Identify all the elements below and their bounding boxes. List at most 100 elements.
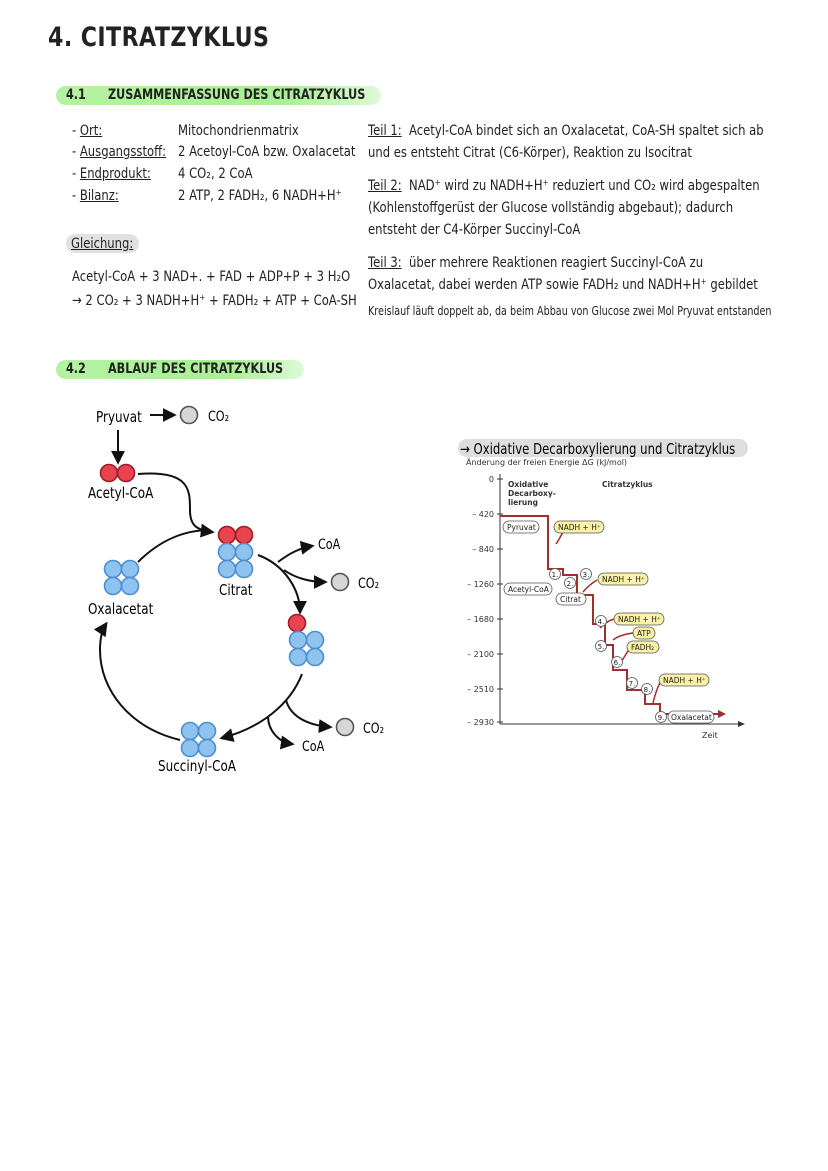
pill-nadh-3 [613,612,665,626]
cycle-label-acetyl: Acetyl-CoA [88,485,154,503]
gleichung-highlight [66,234,139,253]
pill-citrat [555,592,587,606]
step-marker [580,568,592,580]
citrat-carbon-icon [234,559,254,579]
cycle-label-citrat: Citrat [219,582,252,600]
y-tick-label: – 2510 [467,685,494,694]
equation-line-1: Acetyl-CoA + 3 NAD+. + FAD + ADP+P + 3 H… [72,269,351,285]
pill-atp [632,626,656,640]
graph-heading: → Oxidative Decarboxylierung und Citratz… [460,442,735,459]
step-label: 2. [567,580,574,588]
teil-2-line-2: (Kohlenstoffgerüst der Glucose vollständ… [368,200,734,216]
cycle-label-oxalacetat: Oxalacetat [88,601,153,619]
arrow-acetyl-citrat [137,472,215,538]
arrow-coa-release-2 [267,715,295,750]
fact-ausgangsstoff-value: 2 Acetoyl-CoA bzw. Oxalacetat [178,144,356,160]
phase-1-line-2: Decarboxy- [508,489,556,498]
y-tick-label: – 420 [472,510,494,519]
cycle-arc-left [93,621,181,741]
pill-nadh-2 [597,572,649,586]
graph-label-acetyl: Acetyl-CoA [508,585,550,594]
step-marker [641,683,653,695]
cycle-label-coa-1: CoA [318,536,341,553]
fact-ausgangsstoff-label: - Ausgangsstoff: [72,144,167,160]
arrow-co2-release-2 [285,699,333,734]
oxalacetat-carbon-icon [120,576,140,596]
cycle-arc-top [137,529,211,563]
step-marker [549,568,561,580]
step-label: 7. [629,680,636,688]
phase-1-line-3: lierung [508,498,538,507]
step-label: 8. [644,686,651,694]
y-tick-label: – 840 [472,545,494,554]
equation-line-2: → 2 CO₂ + 3 NADH+H⁺ + FADH₂ + ATP + CoA-… [72,293,357,309]
step-label: 9. [658,714,665,722]
teil-3-line-1: Teil 3: über mehrere Reaktionen reagiert… [368,255,704,271]
y-tick-label: 0 [489,475,494,484]
step-label: 4. [598,618,605,626]
step-marker [655,711,667,723]
y-tick-label: – 2930 [467,718,494,727]
acetyl-carbon-icon [116,463,136,483]
section-number-4-2: 4.2 [66,361,86,377]
graph-label-pyruvat: Pyruvat [507,523,536,532]
energy-staircase-line [500,515,720,715]
succinyl-carbon-icon [197,738,217,758]
pill-pyruvat [502,520,540,534]
nadh-arrow-4 [652,682,661,704]
step-label: 3. [583,571,590,579]
graph-label-oxalacetat: Oxalacetat [671,713,712,722]
graph-label-fadh: FADH₂ [631,643,654,652]
phase-1-line-1: Oxidative [508,480,548,489]
pill-oxalacetat [667,710,715,724]
note-doppelt: Kreislauf läuft doppelt ab, da beim Abba… [368,304,772,318]
cycle-label-co2-low: CO₂ [363,720,384,737]
co2-molecule-icon [335,717,355,737]
cycle-label-co2-mid: CO₂ [358,575,379,592]
teil-3-line-2: Oxalacetat, dabei werden ATP sowie FADH₂… [368,277,758,293]
intermediate-carbon-icon [305,647,325,667]
step-marker [626,677,638,689]
graph-label-nadh-4: NADH + H⁺ [663,676,706,685]
section-bar-4-1 [56,86,381,105]
phase-2-label: Citratzyklus [602,480,653,489]
graph-label-nadh-3: NADH + H⁺ [618,615,661,624]
arrow-coa-release [277,540,315,563]
co2-molecule-icon [330,572,350,592]
step-marker [595,615,607,627]
co2-molecule-icon [179,405,199,425]
step-marker [564,577,576,589]
pill-acetyl [503,582,553,596]
cycle-arc-right-upper [257,554,307,615]
fact-bilanz-label: - Bilanz: [72,188,119,204]
fact-ort-value: Mitochondrienmatrix [178,123,299,139]
y-tick-label: – 1680 [467,615,494,624]
arrow-co2-release-1 [283,569,328,589]
section-bar-4-2 [56,360,304,379]
fact-endprodukt-value: 4 CO₂, 2 CoA [178,166,253,182]
graph-label-nadh-2: NADH + H⁺ [602,575,645,584]
x-axis-arrow-icon [738,721,745,727]
pill-fadh [626,640,660,654]
fact-bilanz-value: 2 ATP, 2 FADH₂, 6 NADH+H⁺ [178,188,342,204]
pill-nadh-4 [658,673,710,687]
step-marker [611,656,623,668]
step-label: 6. [614,659,621,667]
teil-2-line-3: entsteht der C4-Körper Succinyl-CoA [368,222,581,238]
graph-xlabel: Zeit [702,731,718,740]
teil-1-line-2: und es entsteht Citrat (C6-Körper), Reak… [368,145,692,161]
fact-endprodukt-label: - Endprodukt: [72,166,151,182]
graph-label-atp: ATP [637,629,651,638]
cycle-label-co2-top: CO₂ [208,408,229,425]
atp-arrow [612,632,634,641]
section-number-4-1: 4.1 [66,87,86,103]
section-heading-4-2: ABLAUF DES CITRATZYKLUS [108,361,284,377]
nadh-arrow-2 [582,579,598,593]
graph-ylabel: Änderung der freien Energie ΔG (kJ/mol) [466,457,627,467]
graph-heading-highlight [458,439,748,457]
teil-2-line-1: Teil 2: NAD⁺ wird zu NADH+H⁺ reduziert u… [368,178,760,194]
step-marker [595,640,607,652]
y-tick-label: – 1260 [467,580,494,589]
